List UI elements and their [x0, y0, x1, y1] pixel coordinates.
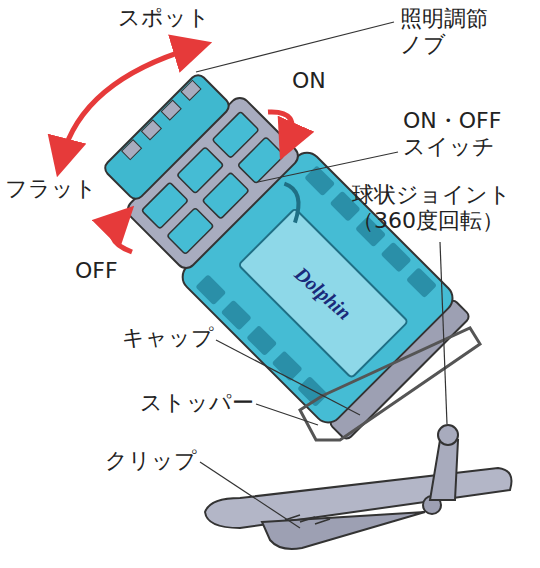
part-name: 球状ジョイント （360度回転）: [352, 182, 530, 235]
direction-label: ON: [292, 68, 352, 94]
stopper-bracket: [300, 328, 480, 440]
part-name: キャップ: [122, 325, 232, 351]
direction-label: スポット: [118, 5, 228, 31]
part-name: ON・OFF スイッチ: [403, 108, 515, 161]
part-name: クリップ: [105, 448, 205, 474]
clip-lower: [262, 512, 425, 549]
part-name: 照明調節 ノブ: [400, 6, 496, 59]
on-arrow: [268, 112, 292, 142]
direction-label: フラット: [5, 176, 105, 202]
part-name: ストッパー: [140, 390, 260, 416]
ball-joint: [438, 425, 458, 445]
joint-stand: [430, 440, 458, 500]
rotation-arrow: [62, 48, 193, 158]
direction-label: OFF: [75, 258, 135, 284]
leader-lines: [196, 22, 447, 528]
off-arrow: [112, 220, 132, 252]
